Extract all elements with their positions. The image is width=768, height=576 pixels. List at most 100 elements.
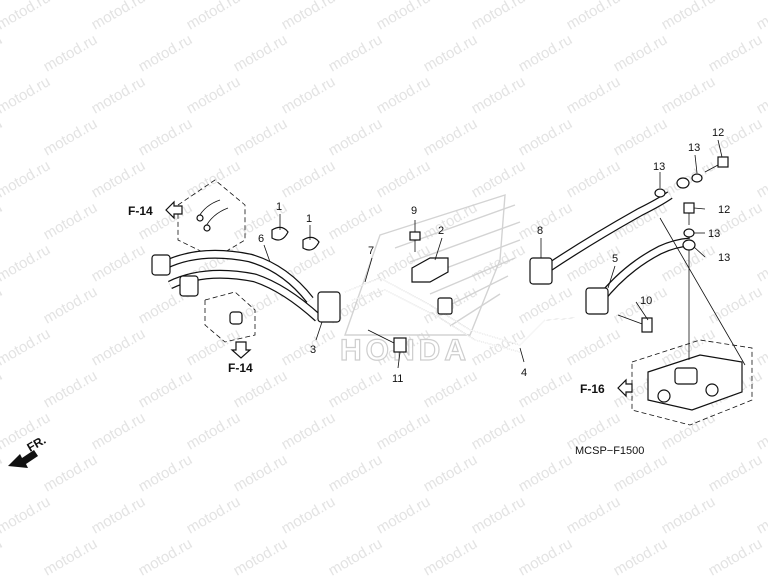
diagram-code: MCSP−F1500: [575, 445, 644, 457]
watermark-text: motod.ru: [754, 73, 768, 117]
ref-f14-top: F-14: [128, 200, 183, 220]
callout-10: 10: [640, 295, 652, 307]
watermark-text: motod.ru: [469, 409, 529, 453]
watermark-text: motod.ru: [326, 31, 386, 75]
watermark-text: motod.ru: [374, 157, 434, 201]
ref-f16-label: F-16: [580, 382, 605, 396]
watermark-text: motod.ru: [184, 493, 244, 537]
watermark-text: motod.ru: [136, 367, 196, 411]
watermark-text: motod.ru: [516, 199, 576, 243]
callout-5: 5: [612, 253, 618, 265]
watermark-text: motod.ru: [516, 115, 576, 159]
callout-8: 8: [537, 225, 543, 237]
watermark-text: motod.ru: [469, 0, 529, 33]
ref-f14-top-label: F-14: [128, 204, 153, 218]
watermark-text: motod.ru: [0, 451, 5, 495]
ref-f16: F-16: [580, 378, 633, 398]
watermark-text: motod.ru: [41, 115, 101, 159]
watermark-text: motod.ru: [279, 325, 339, 369]
watermark-text: motod.ru: [231, 31, 291, 75]
watermark-text: motod.ru: [0, 241, 53, 285]
callout-13c: 13: [708, 228, 720, 240]
watermark-text: motod.ru: [611, 535, 671, 576]
watermark-text: motod.ru: [516, 535, 576, 576]
watermark-text: motod.ru: [41, 31, 101, 75]
watermark-text: motod.ru: [754, 0, 768, 33]
watermark-text: motod.ru: [231, 115, 291, 159]
watermark-text: motod.ru: [89, 409, 149, 453]
callout-9: 9: [411, 205, 417, 217]
watermark-text: motod.ru: [611, 31, 671, 75]
watermark-text: motod.ru: [374, 0, 434, 33]
watermark-text: motod.ru: [754, 157, 768, 201]
watermark-text: motod.ru: [279, 0, 339, 33]
watermark-text: motod.ru: [421, 535, 481, 576]
f14-top-detail: [177, 179, 246, 259]
watermark-text: motod.ru: [0, 115, 5, 159]
callout-2: 2: [438, 225, 444, 237]
watermark-text: motod.ru: [516, 283, 576, 327]
watermark-text: motod.ru: [41, 367, 101, 411]
watermark-text: motod.ru: [184, 409, 244, 453]
callout-7: 7: [368, 245, 374, 257]
watermark-text: motod.ru: [421, 367, 481, 411]
watermark-text: motod.ru: [564, 73, 624, 117]
watermark-text: motod.ru: [231, 535, 291, 576]
watermark-text: motod.ru: [89, 241, 149, 285]
watermark-text: motod.ru: [326, 115, 386, 159]
watermark-text: motod.ru: [184, 73, 244, 117]
watermark-text: motod.ru: [659, 0, 719, 33]
watermark-text: motod.ru: [564, 325, 624, 369]
watermark-text: motod.ru: [0, 31, 5, 75]
watermark-text: motod.ru: [89, 493, 149, 537]
watermark-text: motod.ru: [279, 409, 339, 453]
watermark-text: motod.ru: [611, 451, 671, 495]
banjo-bolts-washers: [654, 156, 729, 251]
watermark-text: motod.ru: [659, 73, 719, 117]
callout-13a: 13: [653, 161, 665, 173]
callout-1a: 1: [276, 201, 282, 213]
watermark-text: motod.ru: [374, 409, 434, 453]
ref-f14-bottom: F-14: [228, 341, 253, 375]
callout-12a: 12: [712, 127, 724, 139]
watermark-text: motod.ru: [421, 451, 481, 495]
watermark-text: motod.ru: [136, 31, 196, 75]
watermark-text: motod.ru: [0, 367, 5, 411]
callout-11: 11: [392, 373, 403, 385]
watermark-text: motod.ru: [136, 115, 196, 159]
watermark-text: motod.ru: [0, 493, 53, 537]
watermark-text: motod.ru: [0, 0, 53, 33]
watermark-text: motod.ru: [421, 115, 481, 159]
watermark-text: motod.ru: [326, 199, 386, 243]
watermark-text: motod.ru: [326, 451, 386, 495]
watermark-text: motod.ru: [706, 535, 766, 576]
brake-hose-5-8: [529, 191, 691, 315]
watermark-text: motod.ru: [469, 73, 529, 117]
leader-lines: [263, 139, 746, 369]
watermark-text: motod.ru: [326, 367, 386, 411]
watermark-text: motod.ru: [89, 325, 149, 369]
watermark-text: motod.ru: [469, 493, 529, 537]
watermark-text: motod.ru: [374, 493, 434, 537]
brake-hose-6: [151, 249, 341, 323]
watermark-text: motod.ru: [136, 451, 196, 495]
watermark-text: motod.ru: [326, 535, 386, 576]
watermark-text: motod.ru: [564, 157, 624, 201]
watermark-text: motod.ru: [279, 157, 339, 201]
callout-12b: 12: [718, 204, 730, 216]
watermark-text: motod.ru: [374, 73, 434, 117]
bracket-2: [411, 257, 449, 283]
caliper-f16-detail: [631, 339, 753, 426]
brake-pipe-4-7: [344, 277, 576, 353]
f14-bottom-detail: [204, 291, 256, 343]
watermark-text: motod.ru: [706, 31, 766, 75]
watermark-text: motod.ru: [136, 535, 196, 576]
callout-6: 6: [258, 233, 264, 245]
watermark-text: motod.ru: [659, 493, 719, 537]
watermark-text: motod.ru: [89, 73, 149, 117]
callout-1b: 1: [306, 213, 312, 225]
watermark-text: motod.ru: [754, 493, 768, 537]
watermark-text: motod.ru: [41, 199, 101, 243]
